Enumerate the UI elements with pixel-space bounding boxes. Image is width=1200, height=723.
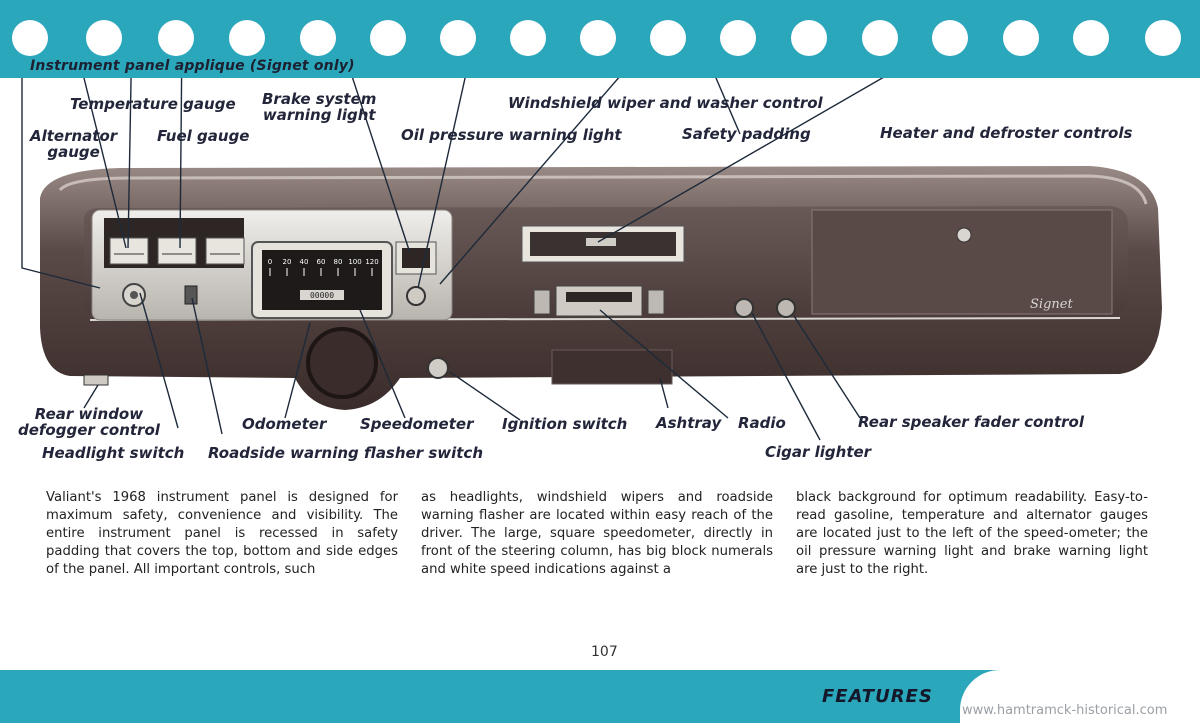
binding-hole [932,20,968,56]
odometer-digits: 00000 [310,291,334,300]
applique-label: Instrument panel applique (Signet only) [30,58,355,74]
label-ashtray: Ashtray [656,414,722,432]
binding-hole [370,20,406,56]
binding-hole [86,20,122,56]
speedometer-numeral: 100 [348,258,361,266]
fuel-gauge [205,237,245,265]
label-alternator-gauge: Alternator gauge [30,127,118,161]
label-speedometer: Speedometer [360,415,474,433]
label-rear-defogger: Rear window defogger control [18,405,160,439]
body-column-3: black background for optimum readability… [796,490,1148,577]
page-number: 107 [591,644,618,660]
binding-hole [862,20,898,56]
bottom-notch [960,670,1200,723]
alternator-gauge [109,237,149,265]
glove-box [811,209,1113,315]
binding-hole [440,20,476,56]
label-ignition-switch: Ignition switch [502,415,628,433]
top-binding-band [0,0,1200,78]
binding-hole [12,20,48,56]
flasher-switch [184,285,198,305]
ashtray [551,349,673,385]
label-temperature-gauge: Temperature gauge [70,95,236,113]
speedometer-numeral: 40 [300,258,309,266]
body-column-1: Valiant's 1968 instrument panel is desig… [46,490,398,577]
label-wiper-control: Windshield wiper and washer control [508,94,823,112]
binding-hole [791,20,827,56]
label-safety-padding: Safety padding [682,125,811,143]
cigar-lighter [734,298,754,318]
ignition-switch [427,357,449,379]
binding-hole [720,20,756,56]
binding-hole [158,20,194,56]
speedometer-numeral: 60 [317,258,326,266]
label-brake-warning: Brake system warning light [262,90,377,124]
label-radio: Radio [738,414,786,432]
fader-control-knob [776,298,796,318]
label-fader-control: Rear speaker fader control [858,413,1084,431]
dashboard-illustration: 0 20 40 60 80 100 120 00000 Signet [21,78,1162,441]
oil-pressure-light [406,286,426,306]
binding-hole [300,20,336,56]
bottom-band [0,670,1200,723]
label-flasher-switch: Roadside warning flasher switch [208,444,484,462]
binding-hole [1003,20,1039,56]
label-fuel-gauge: Fuel gauge [157,127,250,145]
speedometer-numeral: 0 [268,258,272,266]
temperature-gauge [157,237,197,265]
section-label: FEATURES [822,686,933,707]
label-odometer: Odometer [242,415,327,433]
label-cigar-lighter: Cigar lighter [765,443,872,461]
speedometer-numeral: 120 [365,258,378,266]
glove-box-lock [956,227,972,243]
callout-leaders [21,78,884,441]
watermark: www.hamtramck-historical.com [962,703,1168,718]
odometer-window [300,290,344,300]
label-headlight-switch: Headlight switch [42,444,185,462]
speedometer-ticks: 0 20 40 60 80 100 120 [268,258,379,276]
rear-defogger-switch [83,374,109,386]
binding-hole [1073,20,1109,56]
label-heater-controls: Heater and defroster controls [880,124,1133,142]
binding-hole [1145,20,1181,56]
binding-hole [580,20,616,56]
body-column-2: as headlights, windshield wipers and roa… [421,490,773,577]
signet-script-badge: Signet [1030,297,1073,312]
binding-hole [510,20,546,56]
speedometer-numeral: 20 [283,258,292,266]
steering-column [306,327,378,399]
binding-hole [229,20,265,56]
binding-hole [650,20,686,56]
speedometer-numeral: 80 [334,258,343,266]
label-oil-pressure: Oil pressure warning light [401,126,622,144]
